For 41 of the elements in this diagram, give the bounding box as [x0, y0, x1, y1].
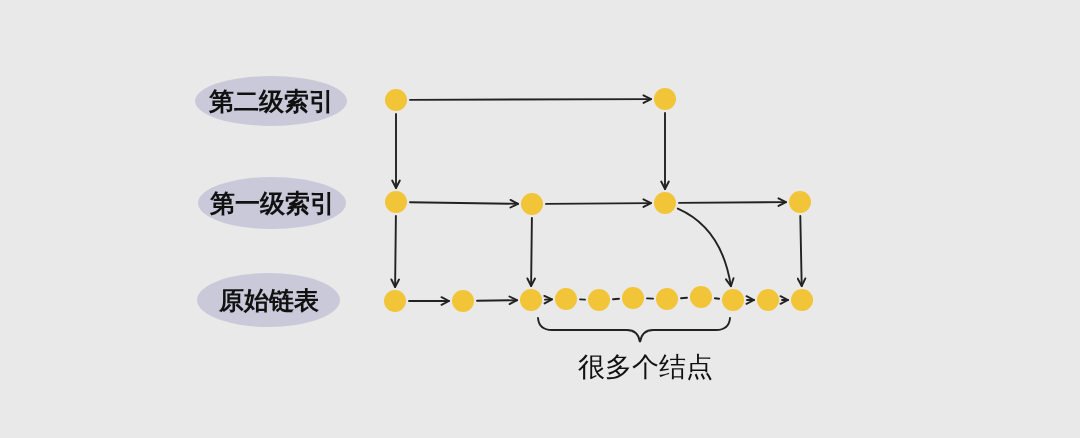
node-dot	[654, 88, 676, 110]
connector-line	[579, 298, 586, 301]
node-dot	[757, 289, 779, 311]
node-dot	[722, 289, 744, 311]
node-dot	[622, 287, 644, 309]
label-ellipse: 第二级索引	[195, 76, 347, 126]
arrow	[391, 113, 401, 189]
arrow	[476, 295, 518, 306]
node-dot	[690, 286, 712, 308]
node-dot	[520, 289, 542, 311]
arrow	[409, 94, 652, 104]
arrow	[660, 112, 670, 190]
arrow	[779, 295, 789, 305]
node-dot	[791, 289, 813, 311]
node-dot	[555, 288, 577, 310]
arrow	[678, 197, 787, 207]
connector-line	[646, 297, 654, 300]
node-dot	[789, 191, 811, 213]
brace-label: 很多个结点	[578, 350, 713, 384]
node-dot	[385, 89, 407, 111]
arrow	[745, 295, 755, 305]
connector-line	[713, 297, 721, 300]
node-dot	[654, 192, 676, 214]
arrow	[543, 294, 553, 305]
arrow	[545, 198, 652, 208]
arrow	[409, 198, 519, 209]
node-dot	[588, 289, 610, 311]
node-dot	[384, 290, 406, 312]
arrow	[390, 215, 400, 288]
node-dot	[452, 290, 474, 312]
arrow	[408, 296, 450, 306]
node-dot	[521, 193, 543, 215]
arrow	[796, 215, 807, 287]
arrow	[526, 217, 536, 287]
label-ellipse: 原始链表	[197, 273, 340, 327]
connector-line	[680, 296, 688, 300]
connector-line	[612, 297, 620, 301]
node-dot	[385, 191, 407, 213]
label-ellipse: 第一级索引	[198, 177, 346, 229]
node-dot	[656, 288, 678, 310]
arrow	[676, 207, 735, 288]
